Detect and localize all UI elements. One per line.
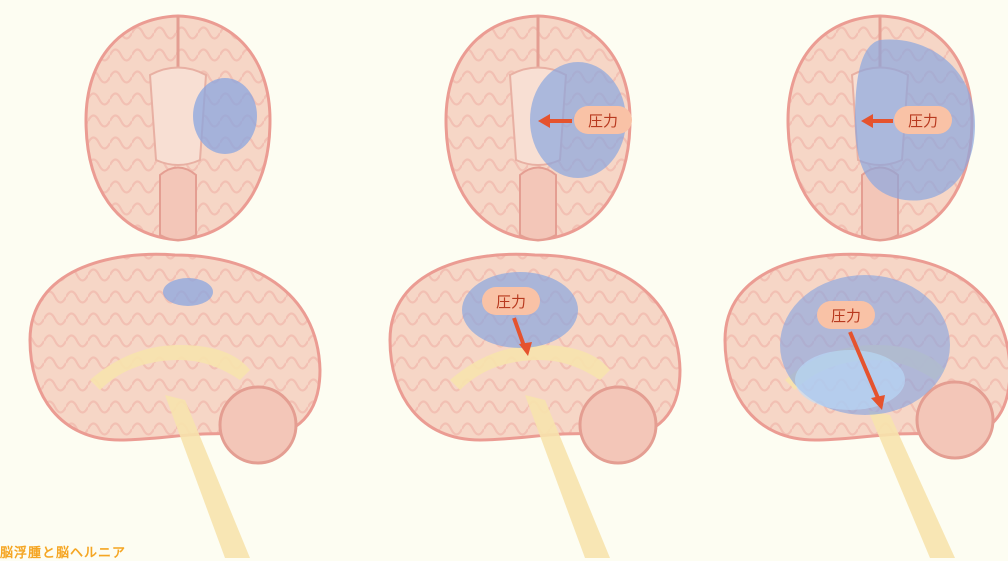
pressure-label-axial-3: 圧力	[894, 106, 952, 134]
pressure-label-sagittal-2: 圧力	[482, 287, 540, 315]
compressed-ventricle-3	[795, 350, 905, 410]
edema-axial-1	[193, 78, 257, 154]
diagram-caption: 脳浮腫と脳ヘルニア	[0, 542, 126, 561]
edema-sagittal-1	[163, 278, 213, 306]
panel-2: 圧力 圧力	[390, 16, 680, 558]
panel-1	[30, 16, 320, 558]
pressure-label-sagittal-3: 圧力	[817, 301, 875, 329]
pressure-text: 圧力	[831, 307, 861, 325]
pressure-text: 圧力	[496, 293, 526, 311]
panel-3: 圧力 圧力	[725, 16, 1008, 558]
pressure-label-axial-2: 圧力	[574, 106, 632, 134]
pressure-text: 圧力	[908, 112, 938, 130]
pressure-text: 圧力	[588, 112, 618, 130]
